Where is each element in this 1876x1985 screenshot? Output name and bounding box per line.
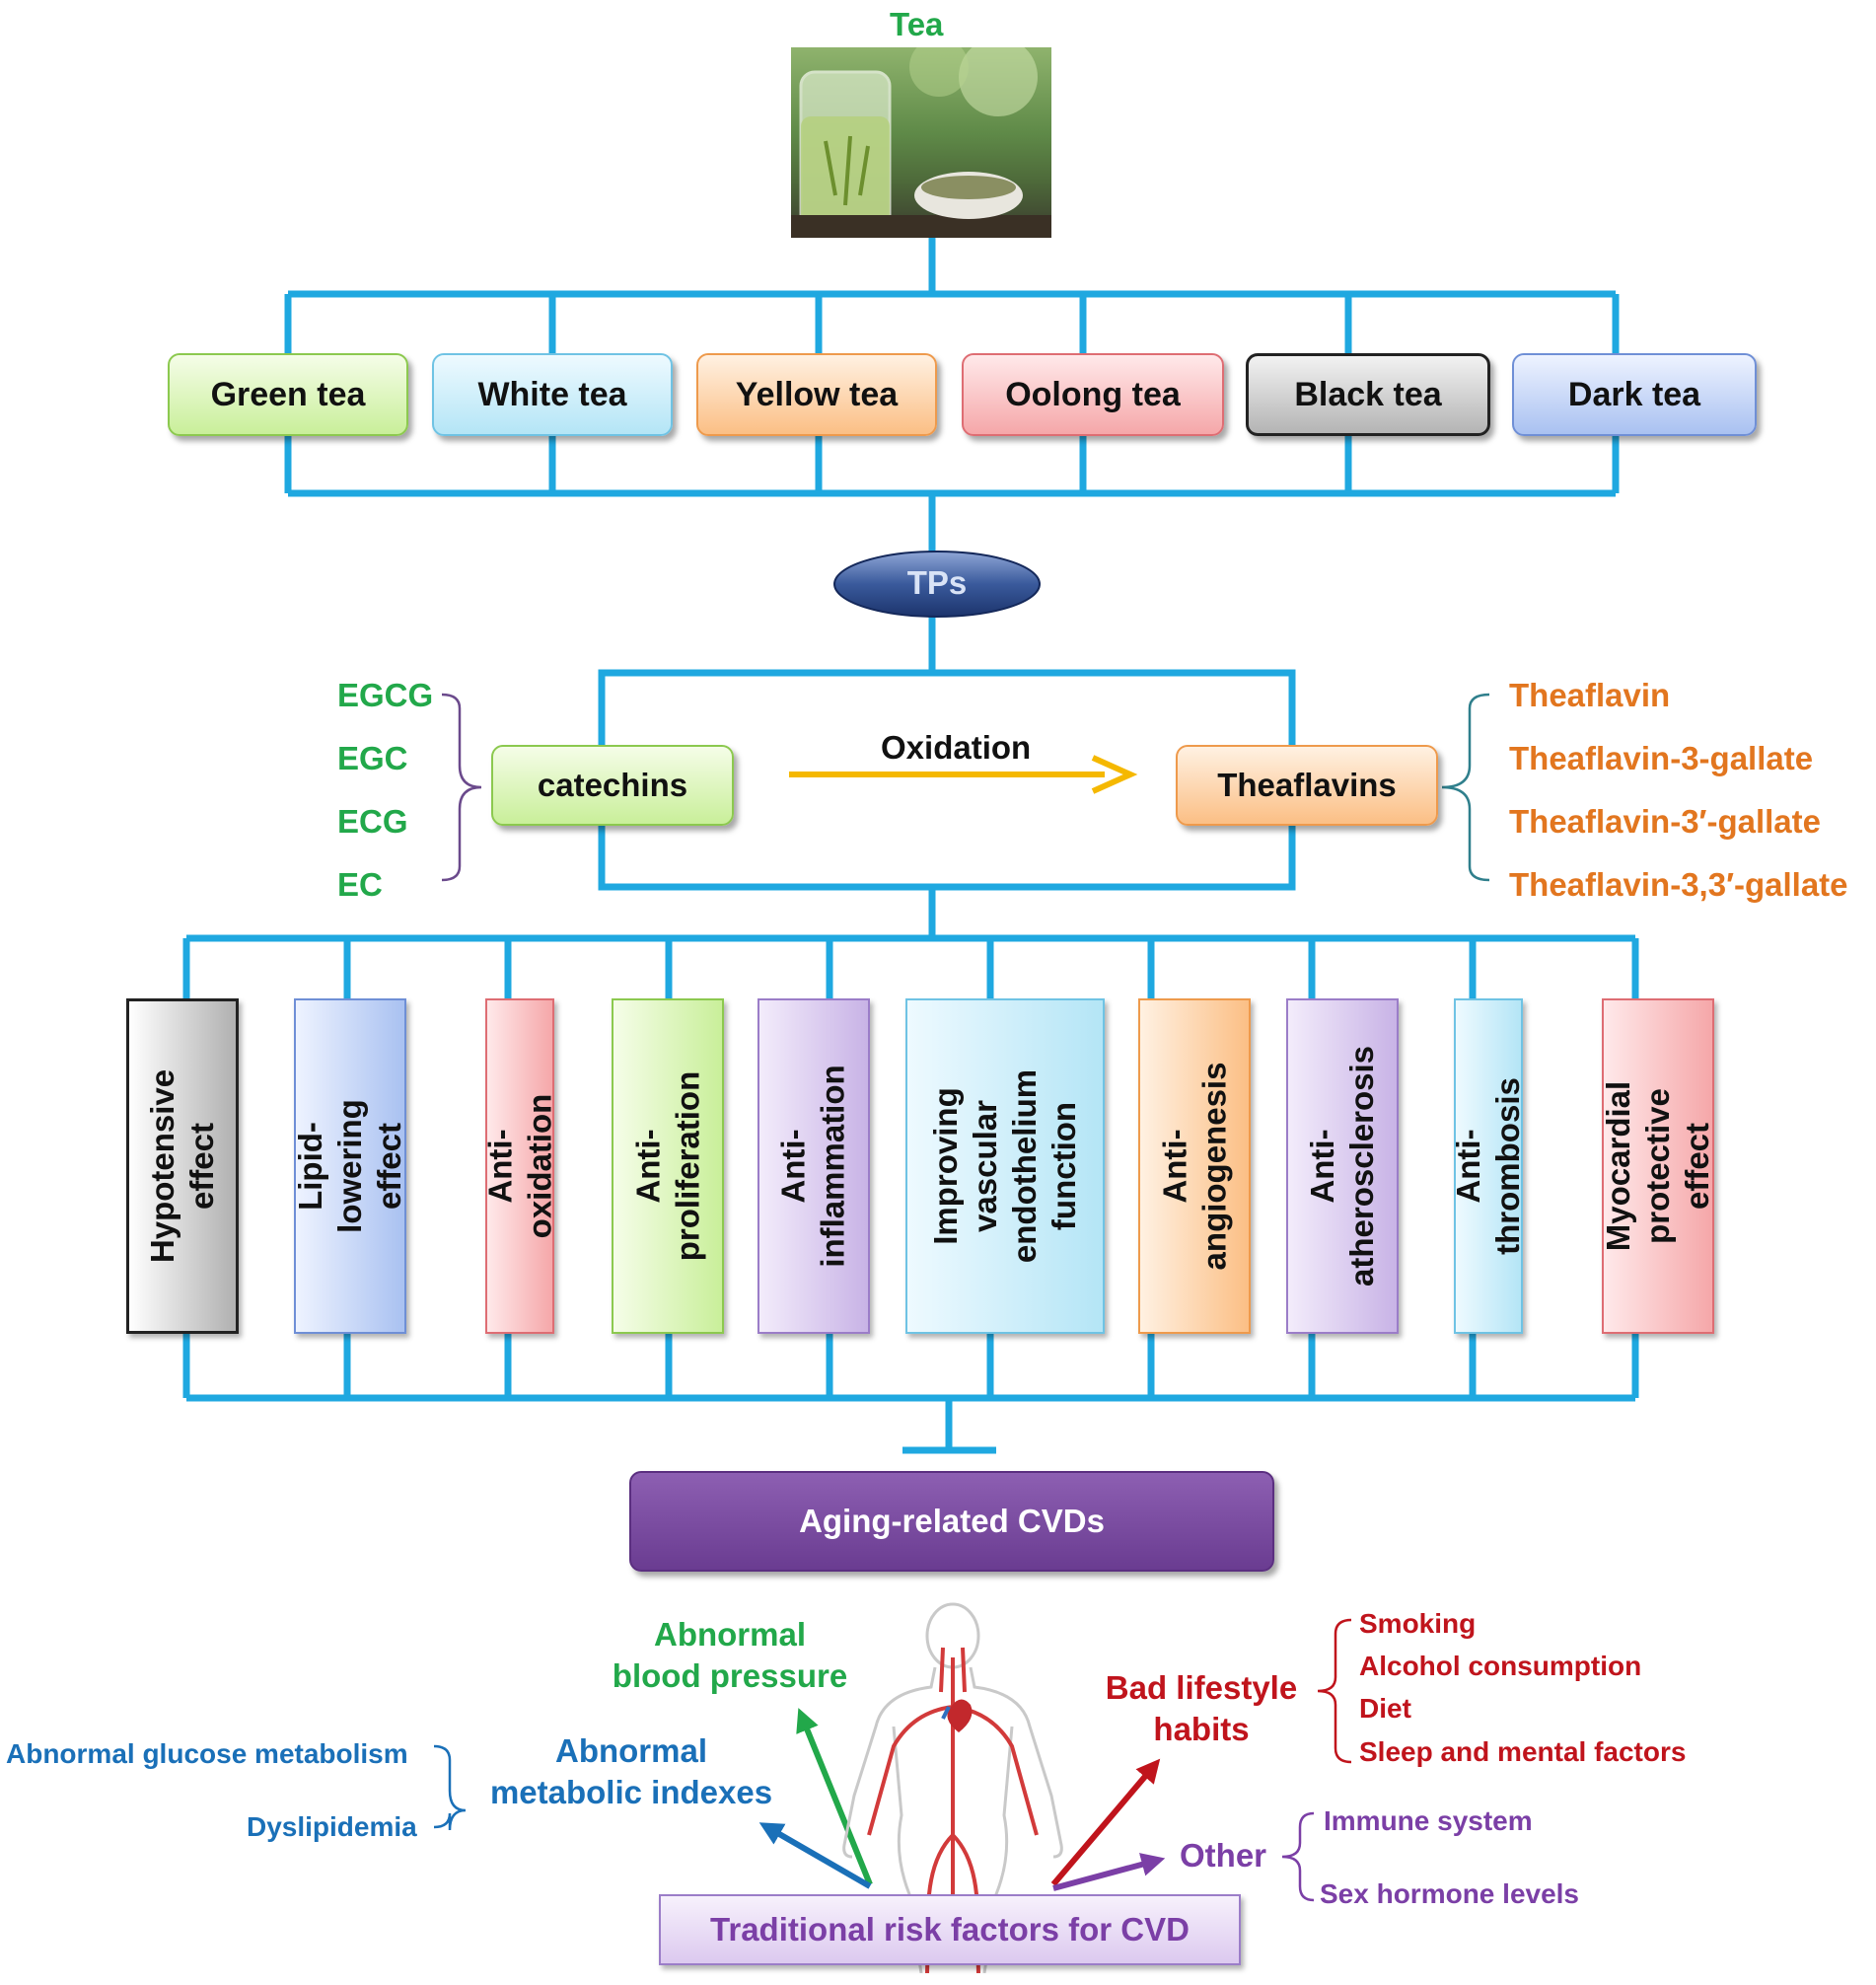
- lifestyle-item-sleep: Sleep and mental factors: [1359, 1736, 1687, 1767]
- effect-anti-inflammation: Anti- inflammation: [758, 998, 870, 1334]
- theaflavin-3: Theaflavin-3′-gallate: [1509, 803, 1821, 840]
- catechin-ec: EC: [337, 866, 383, 903]
- tps-label: TPs: [906, 564, 968, 601]
- tea-black: Black tea: [1246, 353, 1490, 436]
- effect-myocardial-label: Myocardial protective effect: [1600, 1080, 1715, 1252]
- tea-glass-icon: [791, 47, 1051, 238]
- effect-anti-angiogenesis: Anti- angiogenesis: [1138, 998, 1251, 1334]
- effect-myocardial: Myocardial protective effect: [1600, 998, 1715, 1334]
- theaflavins-box: Theaflavins: [1176, 745, 1438, 826]
- effect-anti-oxidation: Anti-oxidation: [481, 998, 557, 1334]
- tea-green: Green tea: [168, 353, 408, 436]
- catechins-box: catechins: [491, 745, 734, 826]
- risk-other: Other: [1180, 1837, 1267, 1874]
- catechin-egcg: EGCG: [337, 677, 434, 713]
- effect-hypotensive: Hypotensive effect: [126, 998, 239, 1334]
- effect-anti-atherosclerosis: Anti- atherosclerosis: [1286, 998, 1399, 1334]
- effect-hypotensive-label: Hypotensive effect: [144, 1068, 221, 1264]
- effect-anti-thrombosis: Anti-thrombosis: [1450, 998, 1526, 1334]
- other-item-immune: Immune system: [1324, 1805, 1533, 1836]
- metabolic-item-glucose: Abnormal glucose metabolism: [6, 1738, 408, 1769]
- other-item-hormone: Sex hormone levels: [1320, 1878, 1580, 1909]
- oxidation-label: Oxidation: [881, 729, 1032, 766]
- tea-yellow: Yellow tea: [696, 353, 937, 436]
- tea-oolong: Oolong tea: [962, 353, 1224, 436]
- aging-cvd-box: Aging-related CVDs: [629, 1471, 1274, 1572]
- root-title: Tea: [890, 6, 944, 42]
- theaflavin-1: Theaflavin: [1509, 677, 1671, 713]
- lifestyle-item-smoking: Smoking: [1359, 1608, 1477, 1639]
- catechin-egc: EGC: [337, 740, 408, 776]
- human-circulatory-figure: [842, 1602, 1063, 1973]
- tea-dark: Dark tea: [1512, 353, 1757, 436]
- effect-anti-thrombosis-label: Anti-thrombosis: [1450, 1077, 1526, 1255]
- effect-anti-proliferation-label: Anti- proliferation: [629, 1070, 706, 1262]
- effect-anti-angiogenesis-label: Anti- angiogenesis: [1156, 1062, 1233, 1271]
- effect-anti-proliferation: Anti- proliferation: [612, 998, 724, 1334]
- risk-metabolic: Abnormal metabolic indexes: [489, 1732, 773, 1810]
- effect-lipid-lowering: Lipid-lowering effect: [292, 998, 408, 1334]
- risk-blood-pressure: Abnormal blood pressure: [612, 1616, 848, 1694]
- effect-lipid-lowering-label: Lipid-lowering effect: [292, 1099, 408, 1233]
- metabolic-item-dyslipidemia: Dyslipidemia: [247, 1811, 417, 1842]
- tea-glass-photo: [791, 47, 1051, 238]
- effect-vascular-endothelium: Improving vascular endothelium function: [905, 998, 1105, 1334]
- effect-anti-atherosclerosis-label: Anti- atherosclerosis: [1304, 1046, 1380, 1287]
- risk-lifestyle: Bad lifestyle habits: [1105, 1669, 1298, 1747]
- effect-anti-inflammation-label: Anti- inflammation: [775, 1065, 852, 1268]
- risk-factors-box: Traditional risk factors for CVD: [659, 1894, 1241, 1965]
- lifestyle-item-alcohol: Alcohol consumption: [1359, 1651, 1642, 1681]
- tea-white: White tea: [432, 353, 673, 436]
- effect-anti-oxidation-label: Anti-oxidation: [481, 1093, 558, 1239]
- theaflavin-4: Theaflavin-3,3′-gallate: [1509, 866, 1848, 903]
- lifestyle-item-diet: Diet: [1359, 1693, 1411, 1724]
- effect-vascular-endothelium-label: Improving vascular endothelium function: [927, 1068, 1082, 1264]
- catechin-ecg: ECG: [337, 803, 408, 840]
- theaflavin-2: Theaflavin-3-gallate: [1509, 740, 1814, 776]
